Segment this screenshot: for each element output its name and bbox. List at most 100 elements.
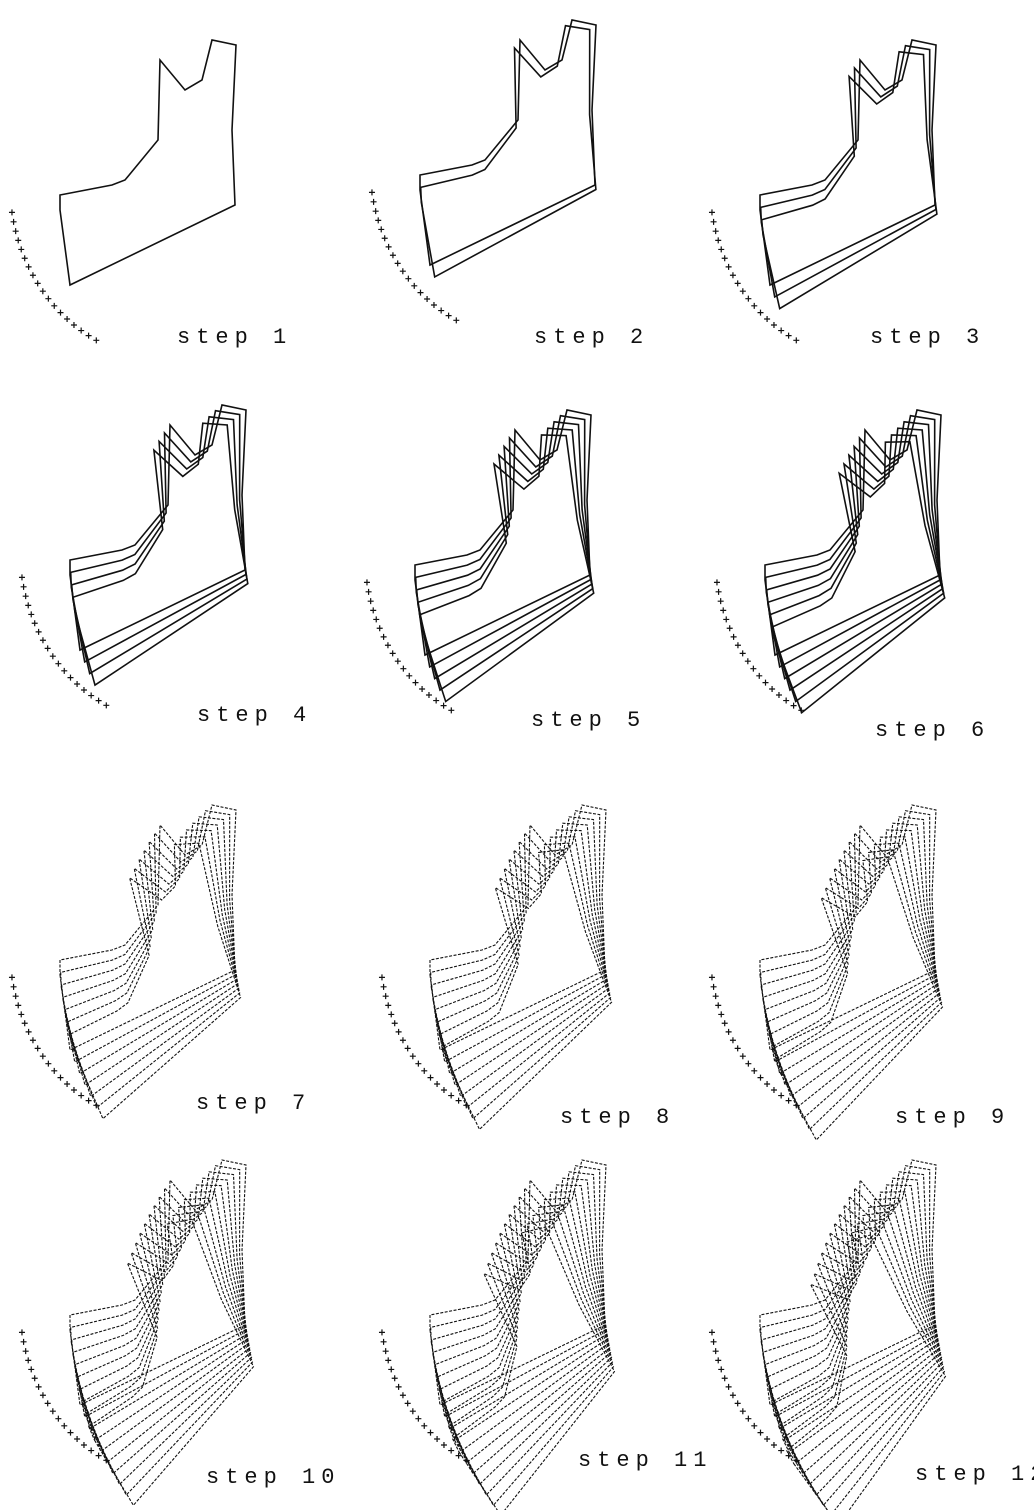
track-mark [26,264,32,270]
track-mark [9,974,15,980]
track-mark [711,1339,717,1345]
track-mark [386,244,392,250]
track-mark [15,237,21,243]
track-mark [786,333,792,339]
track-mark [763,680,769,686]
track-mark [366,589,372,595]
track-mark [32,620,38,626]
track-mark [61,1423,67,1429]
track-mark [45,645,51,651]
track-mark [86,333,92,339]
track-mark [382,235,388,241]
mandible-outline [760,40,936,285]
condyle-track [19,1329,109,1463]
track-mark [419,686,425,692]
track-mark [793,337,799,343]
track-mark [735,642,741,648]
mandible-outline [421,26,596,277]
track-mark [428,1430,434,1436]
trace-group [760,805,943,1140]
step-caption: step 3 [870,325,985,350]
condyle-track [709,974,799,1108]
track-mark [51,1068,57,1074]
track-mark [421,1068,427,1074]
track-mark [771,1442,777,1448]
track-mark [370,607,376,613]
track-mark [15,1002,21,1008]
trace-group [760,40,937,309]
track-mark [36,629,42,635]
track-mark [74,1436,80,1442]
track-mark [13,993,19,999]
step-caption: step 5 [531,708,646,733]
track-mark [364,579,370,585]
track-mark [735,1400,741,1406]
mandible-outline [420,435,594,702]
track-mark [13,228,19,234]
track-mark [413,680,419,686]
track-mark [40,1392,46,1398]
condyle-track [714,579,804,713]
track-mark [18,246,24,252]
condyle-track [709,1329,799,1463]
step-panel: step 8 [370,785,715,1155]
track-mark [18,1011,24,1017]
track-mark [786,1098,792,1104]
track-mark [713,228,719,234]
step-caption: step 2 [534,325,649,350]
step-caption: step 1 [177,325,292,350]
track-mark [96,698,102,704]
track-mark [764,316,770,322]
track-mark [730,272,736,278]
track-mark [745,1416,751,1422]
track-mark [713,993,719,999]
track-mark [64,316,70,322]
track-mark [395,260,401,266]
mandible-trace-drawing [0,20,345,390]
track-mark [78,1093,84,1099]
track-mark [50,653,56,659]
track-mark [371,199,377,205]
track-mark [441,1442,447,1448]
step-panel: step 5 [355,390,700,760]
track-mark [745,296,751,302]
mandible-trace-drawing [10,1140,355,1510]
mandible-trace-drawing [360,0,705,370]
track-mark [709,1329,715,1335]
track-mark [86,1098,92,1104]
step-panel: step 12 [700,1140,1034,1510]
mandible-trace-drawing [355,390,700,760]
track-mark [745,1061,751,1067]
track-mark [411,283,417,289]
mandible-outline [67,837,240,1108]
track-mark [36,1384,42,1390]
track-mark [28,611,34,617]
track-mark [22,1020,28,1026]
track-mark [778,1093,784,1099]
step-caption: step 6 [875,718,990,743]
step-panel: step 1 [0,20,345,390]
track-mark [764,1436,770,1442]
track-mark [40,637,46,643]
track-mark [400,1037,406,1043]
track-mark [441,1087,447,1093]
track-mark [769,686,775,692]
track-mark [448,1448,454,1454]
condyle-track [364,579,454,713]
mandible-outline [75,1185,249,1452]
mandible-outline [435,830,609,1097]
track-mark [745,658,751,664]
track-mark [19,574,25,580]
track-mark [726,264,732,270]
track-mark [88,693,94,699]
track-mark [96,1453,102,1459]
track-mark [791,703,797,709]
trace-group [60,805,241,1119]
track-mark [381,984,387,990]
track-mark [410,1053,416,1059]
track-mark [71,1087,77,1093]
step-panel: step 6 [705,390,1034,760]
mandible-trace-drawing [705,390,1034,760]
step-panel: step 7 [0,785,345,1155]
track-mark [751,303,757,309]
